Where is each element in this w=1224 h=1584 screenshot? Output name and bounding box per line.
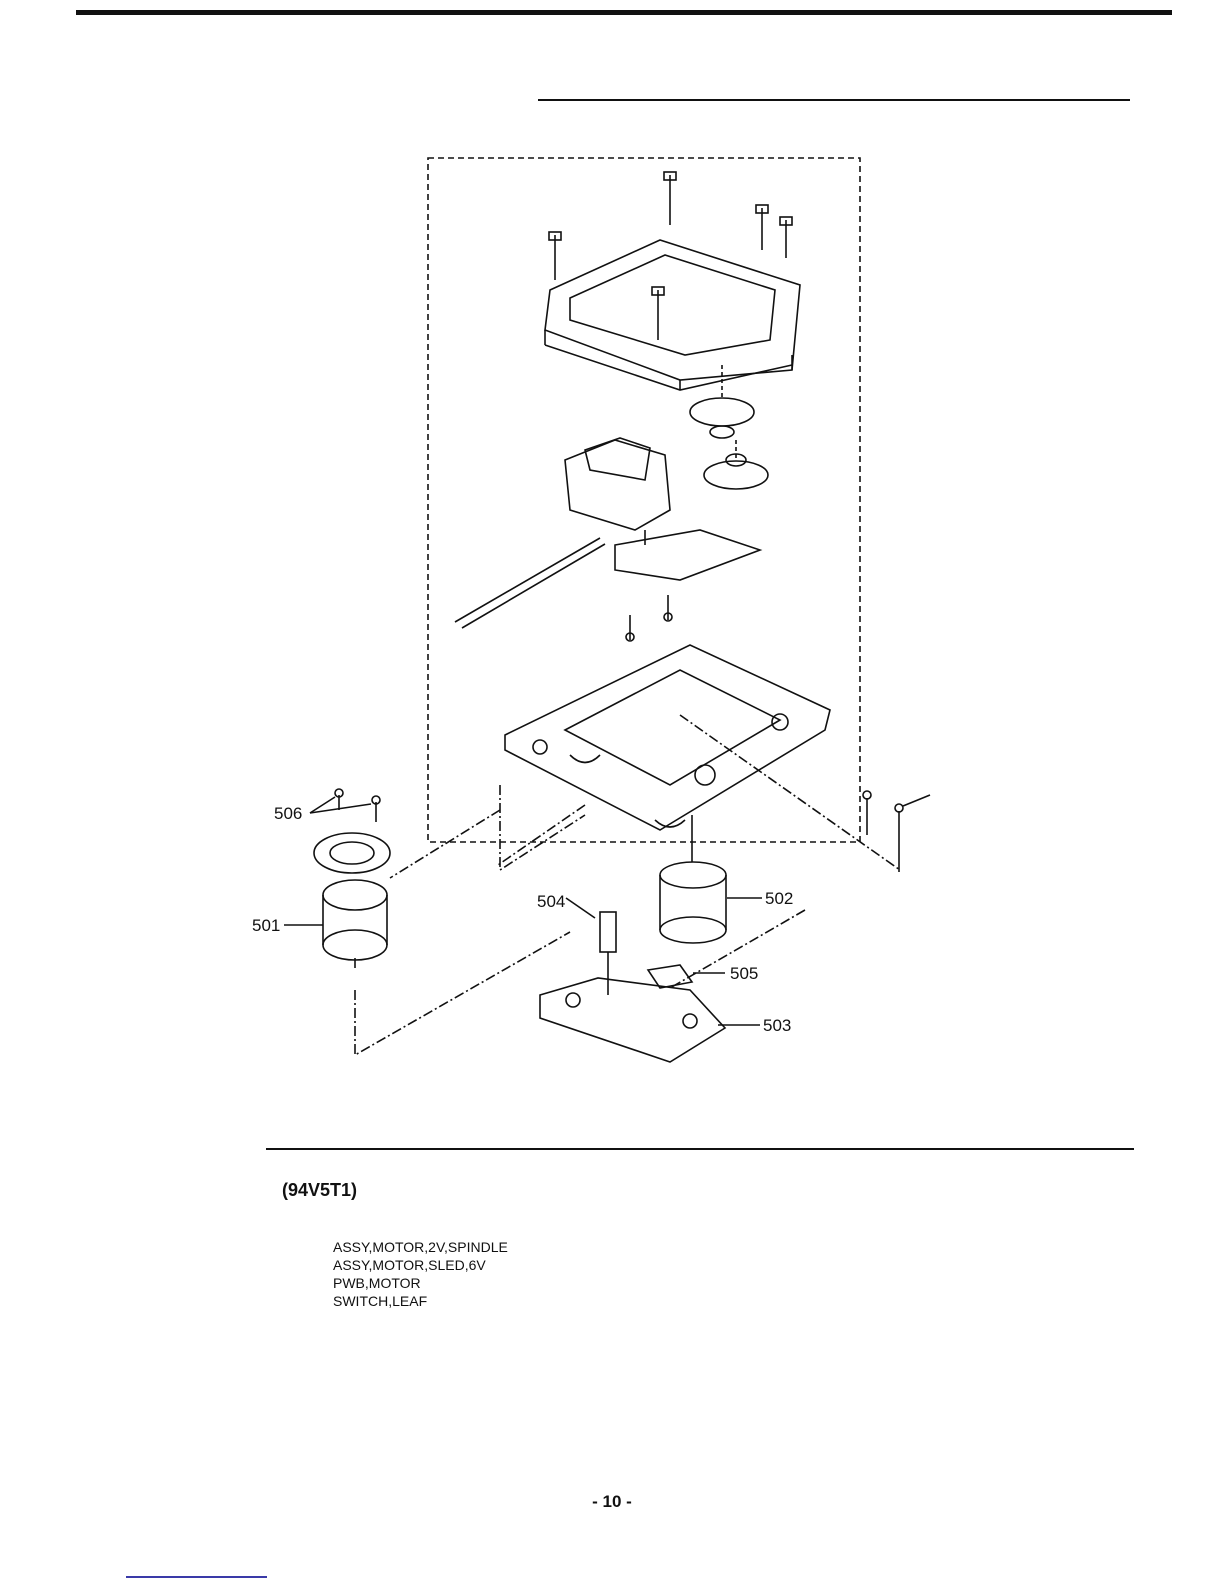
right-screws xyxy=(863,791,930,872)
callout-506: 506 xyxy=(274,804,302,823)
parts-list-item: ASSY,MOTOR,SLED,6V xyxy=(333,1256,508,1274)
exploded-view-diagram: 506 501 504 502 505 503 xyxy=(240,150,960,1080)
footer-link-underline[interactable] xyxy=(126,1576,267,1578)
optical-pickup xyxy=(565,438,760,580)
exploded-view-svg: 506 501 504 502 505 503 xyxy=(240,150,960,1080)
sled-motor-502 xyxy=(660,815,726,943)
base-plate xyxy=(505,645,830,830)
connector-505 xyxy=(648,965,692,988)
page-number: - 10 - xyxy=(0,1492,1224,1512)
guide-shaft xyxy=(455,538,605,628)
model-code: (94V5T1) xyxy=(282,1180,357,1201)
callout-503: 503 xyxy=(763,1016,791,1035)
parts-list-item: PWB,MOTOR xyxy=(333,1274,508,1292)
title-rule xyxy=(538,99,1130,101)
leaf-switch-504 xyxy=(600,912,616,995)
callout-501: 501 xyxy=(252,916,280,935)
chassis-frame xyxy=(545,240,800,390)
mechanism-enclosure xyxy=(428,158,860,842)
motor-screws-506 xyxy=(310,789,380,822)
parts-section-rule xyxy=(266,1148,1134,1150)
motor-pwb-503 xyxy=(540,978,725,1062)
callout-505: 505 xyxy=(730,964,758,983)
pickup-screws xyxy=(626,595,672,641)
top-rule xyxy=(76,10,1172,15)
spindle-motor-501 xyxy=(314,833,390,968)
parts-list-item: ASSY,MOTOR,2V,SPINDLE xyxy=(333,1238,508,1256)
assembly-leader-lines xyxy=(355,715,900,1055)
callout-504: 504 xyxy=(537,892,565,911)
parts-list: ASSY,MOTOR,2V,SPINDLE ASSY,MOTOR,SLED,6V… xyxy=(333,1238,508,1310)
parts-list-item: SWITCH,LEAF xyxy=(333,1292,508,1310)
callout-502: 502 xyxy=(765,889,793,908)
drive-gears xyxy=(690,365,768,489)
